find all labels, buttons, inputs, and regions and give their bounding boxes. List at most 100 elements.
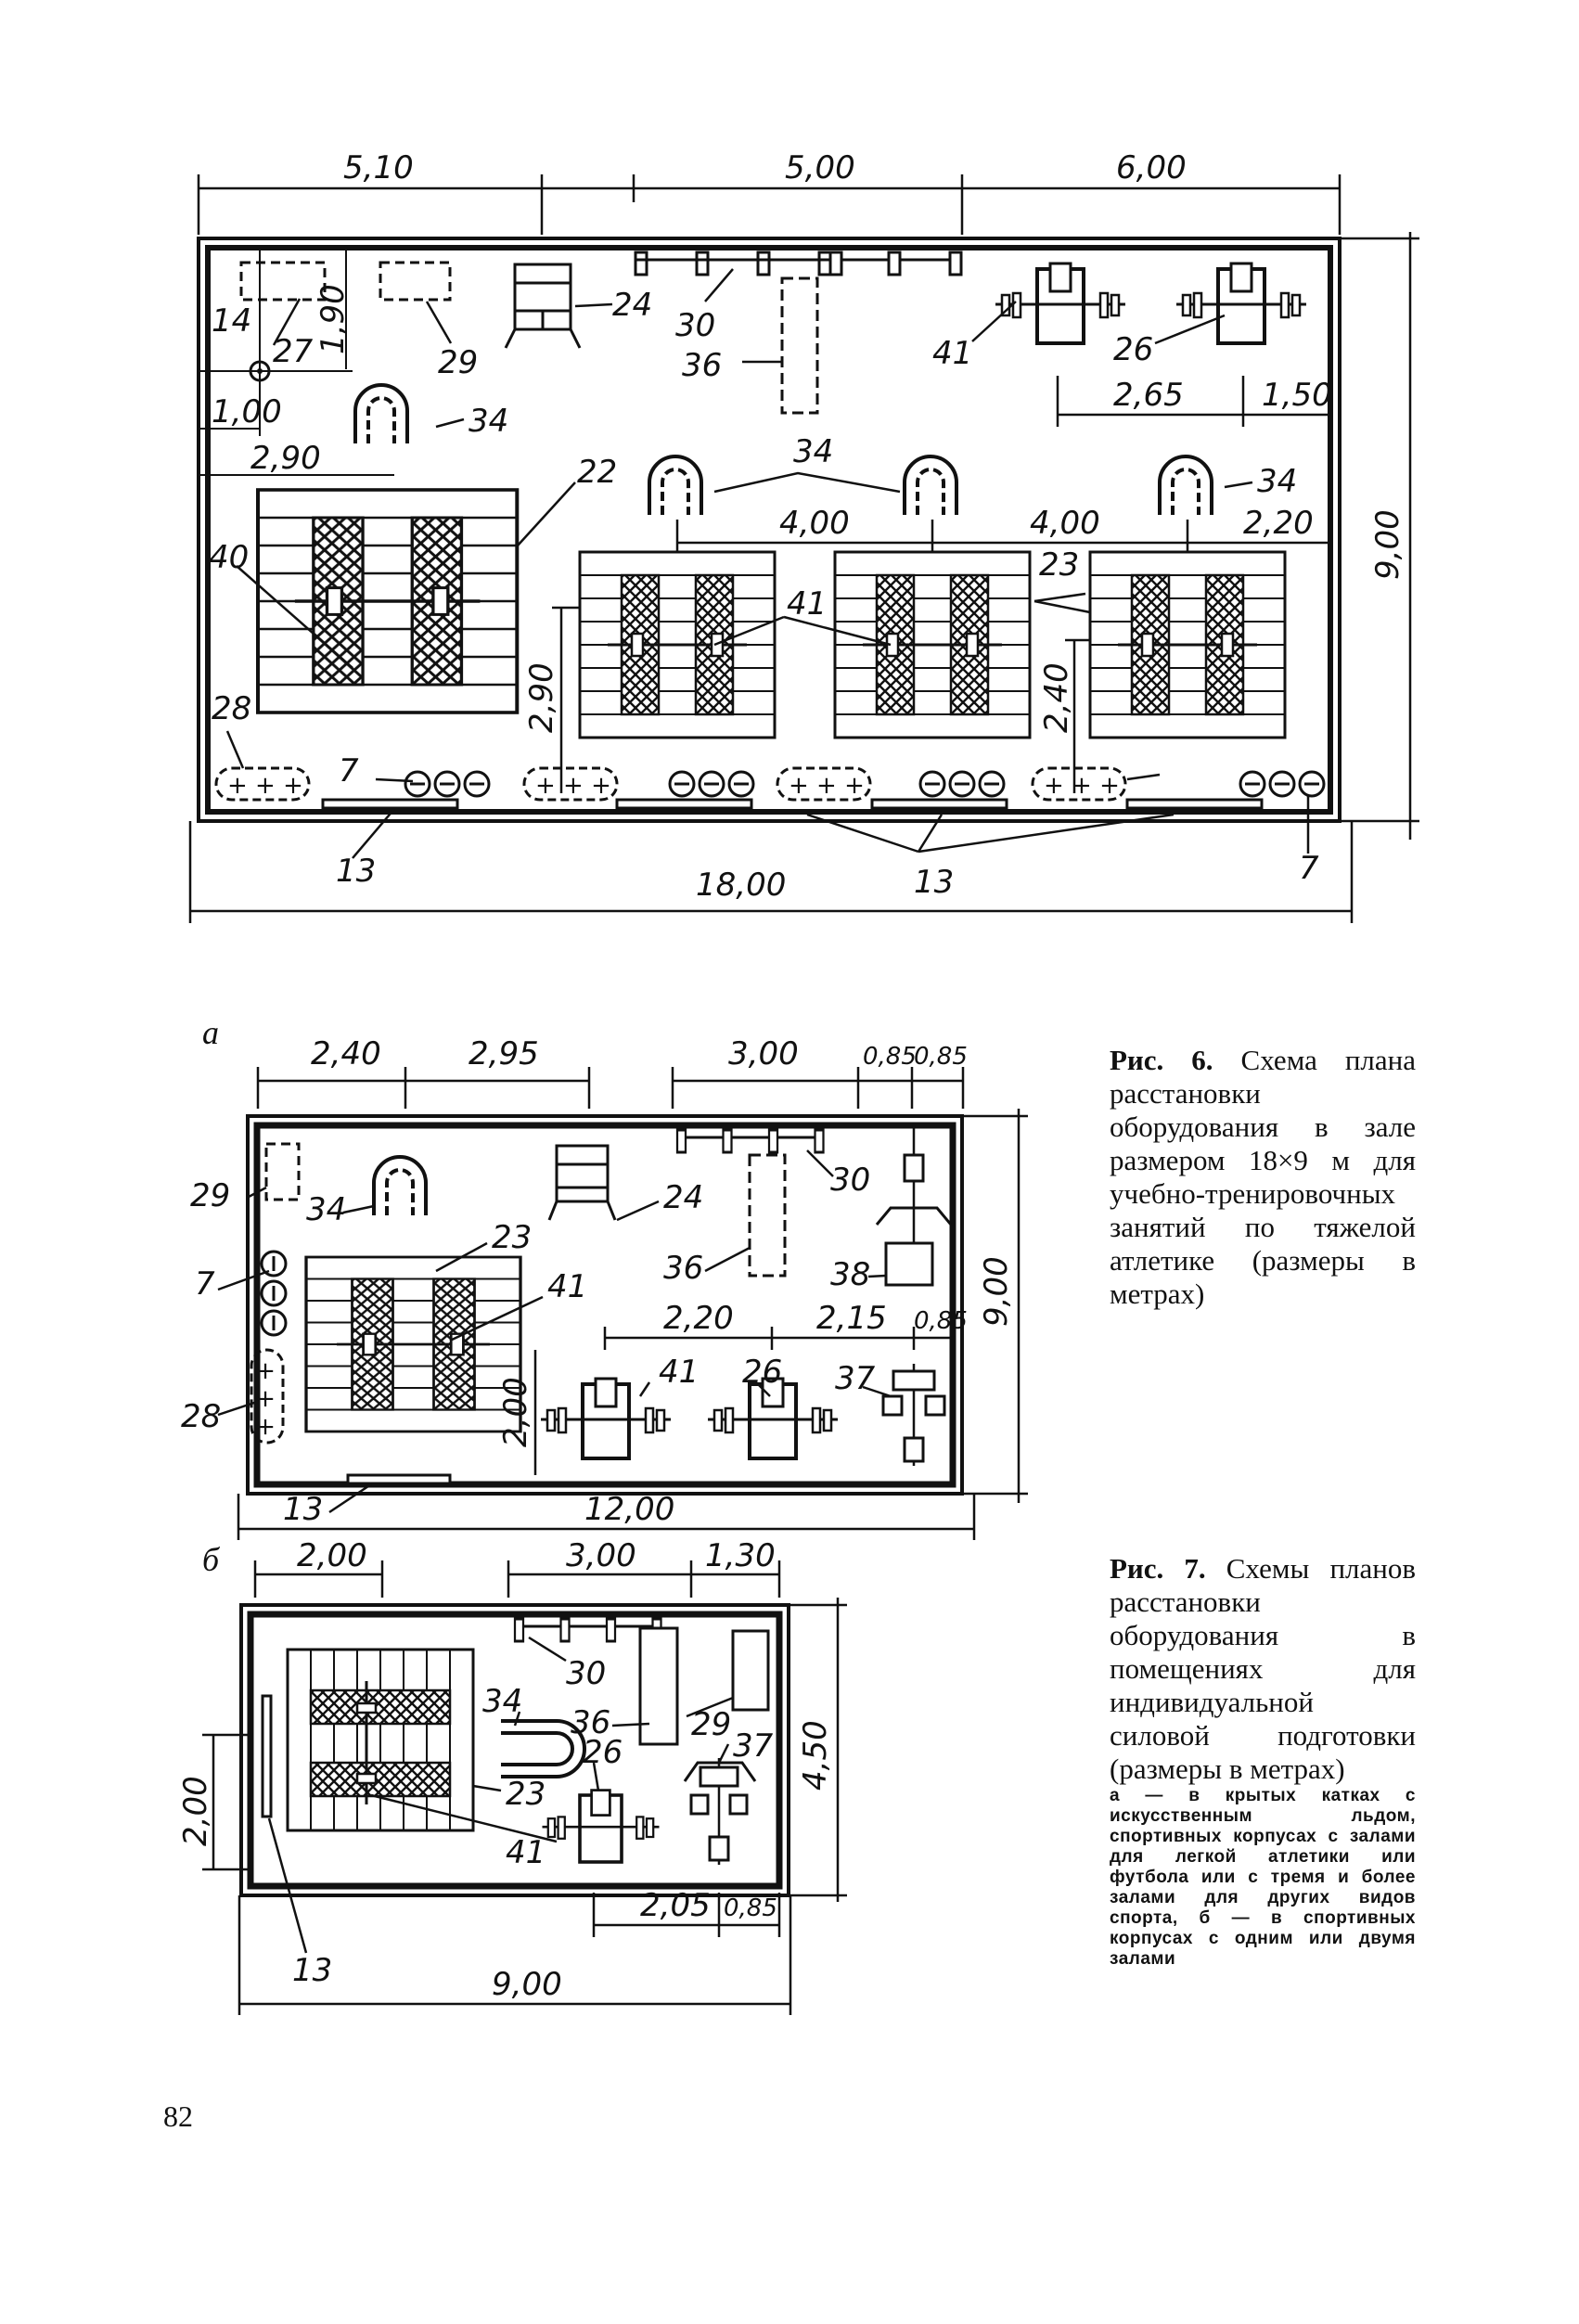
fig6-bench-13 — [615, 798, 753, 810]
fig7a-dim-bottom-label: 12,00 — [584, 1491, 674, 1528]
fig7a-dim-bottom — [237, 1494, 976, 1540]
fig7b-arch-34-inner — [501, 1731, 574, 1766]
figure-7a-plan: 2,40 2,95 3,00 0,85 0,85 12,00 9,00 — [181, 1035, 1028, 1540]
fig6-label-41: 41 — [932, 335, 972, 372]
fig6-label-41b: 41 — [787, 585, 827, 623]
fig7a-bench-13 — [346, 1473, 452, 1485]
figure-7b-plan: 2,00 3,00 1,30 2,00 4,50 2,05 0,85 9, — [177, 1537, 847, 2015]
fig7b-dim-t1: 2,00 — [297, 1537, 367, 1574]
fig7b-bench-13 — [261, 1694, 273, 1818]
fig7b-item-37 — [683, 1758, 757, 1865]
fig7a-dim-t1: 2,40 — [311, 1035, 381, 1072]
fig7a-item-29 — [264, 1142, 301, 1201]
fig7a-label-23: 23 — [492, 1219, 532, 1256]
fig6-bench-36 — [780, 276, 819, 415]
fig6-bench-26 — [1175, 262, 1308, 345]
fig6-discs-7 — [668, 770, 755, 798]
fig6-dim-400b: 4,00 — [1030, 505, 1100, 542]
fig7a-dim-200: 2,00 — [497, 1377, 534, 1447]
fig7a-outer-wall — [246, 1114, 964, 1496]
fig6-label-26: 26 — [1113, 331, 1153, 368]
fig7b-bench-36 — [638, 1626, 679, 1746]
fig7b-dim-left — [202, 1733, 250, 1871]
fig6-item-29 — [379, 261, 452, 302]
fig7a-label-37: 37 — [835, 1360, 876, 1397]
fig7a-label-29: 29 — [190, 1177, 230, 1214]
fig6-arch-34 — [1158, 455, 1213, 517]
fig7b-dim-t3: 1,30 — [705, 1537, 776, 1574]
fig6-platform — [833, 550, 1032, 739]
fig6-dim-row-400 — [675, 520, 1330, 557]
fig7b-dim-top — [253, 1560, 781, 1598]
fig6-wallbars-post — [948, 250, 963, 276]
fig7b-dim-085: 0,85 — [724, 1894, 777, 1922]
fig6-dim-265: 2,65 — [1113, 377, 1184, 414]
fig7b-dim-bottom-label: 9,00 — [492, 1966, 562, 2003]
fig6-label-34: 34 — [793, 433, 833, 470]
fig7a-platform-23 — [304, 1255, 522, 1433]
fig7-caption: Рис. 7. Схемы планов расстановки оборудо… — [1110, 1552, 1416, 1786]
fig7a-dim-t4: 0,85 — [863, 1043, 917, 1071]
fig6-label-34: 34 — [469, 403, 508, 440]
fig7a-label-28: 28 — [181, 1398, 221, 1435]
fig7b-label-41: 41 — [506, 1834, 546, 1871]
fig7b-dim-t2: 3,00 — [566, 1537, 636, 1574]
fig7b-bench-26 — [540, 1788, 661, 1864]
fig7b-dim-right — [789, 1598, 847, 1902]
fig7a-label-26: 26 — [742, 1354, 782, 1391]
fig7b-outer-wall — [239, 1603, 790, 1897]
fig6-label-7b: 7 — [1299, 850, 1319, 887]
fig6-rack-28 — [214, 766, 311, 802]
fig6-rack-28 — [776, 766, 872, 802]
fig6-dim-bottom-label: 18,00 — [696, 867, 786, 904]
fig7-caption-text: Схемы планов расстановки оборудования в … — [1110, 1552, 1416, 1785]
fig7b-leaders — [267, 1636, 734, 1954]
fig6-dim-top-3: 6,00 — [1116, 149, 1187, 186]
fig6-dim-top — [197, 174, 1342, 235]
fig6-label-34: 34 — [1257, 463, 1297, 500]
fig6-label-23: 23 — [1039, 546, 1079, 584]
fig6-dim-100: 1,00 — [212, 393, 282, 430]
fig6-dim-400a: 4,00 — [779, 505, 850, 542]
fig7a-dim-row — [603, 1327, 953, 1350]
fig7b-dim-bottom-inner — [592, 1893, 781, 1937]
fig6-rack-28 — [522, 766, 619, 802]
fig7b-label-23: 23 — [506, 1776, 546, 1813]
fig7a-dim-t2: 2,95 — [469, 1035, 539, 1072]
fig6-dim-top-2: 5,00 — [785, 149, 855, 186]
fig6-wallbars-30 — [634, 250, 832, 276]
fig6-dim-290b: 2,90 — [523, 662, 560, 733]
fig7b-marker: б — [202, 1541, 220, 1578]
fig7a-dim-t3: 3,00 — [728, 1035, 799, 1072]
fig6-dim-bottom — [188, 821, 1354, 923]
fig7b-arch-34 — [501, 1719, 586, 1778]
fig7-caption-number: Рис. 7. — [1110, 1552, 1206, 1585]
fig7a-label-13: 13 — [283, 1491, 323, 1528]
fig7b-label-34: 34 — [482, 1683, 522, 1720]
fig6-dim-190: 1,90 — [315, 284, 352, 354]
fig7a-label-41a: 41 — [547, 1268, 587, 1305]
fig6-item-14-marker — [199, 246, 353, 436]
page-number: 82 — [163, 2099, 193, 2133]
fig7a-arch-34 — [372, 1155, 428, 1217]
fig6-caption: Рис. 6. Схема плана расстановки оборудов… — [1110, 1044, 1416, 1311]
fig7a-label-36: 36 — [663, 1250, 703, 1287]
fig6-bench-13 — [1125, 798, 1264, 810]
fig7a-label-38: 38 — [830, 1256, 870, 1293]
fig6-label-13: 13 — [336, 853, 376, 890]
fig6-platform — [1088, 550, 1287, 739]
fig6-wallbars-post — [828, 250, 843, 276]
fig6-dim-220: 2,20 — [1243, 505, 1314, 542]
fig6-label-29: 29 — [438, 344, 478, 381]
fig6-discs-7 — [404, 770, 491, 798]
fig6-dim-top-1: 5,10 — [343, 149, 414, 186]
fig6-label-27: 27 — [273, 333, 314, 370]
fig6-dim-150: 1,50 — [1262, 377, 1332, 414]
fig6-label-24: 24 — [612, 287, 652, 324]
fig6-label-36: 36 — [682, 347, 722, 384]
fig7a-wallbars-30 — [675, 1128, 825, 1154]
fig6-label-7: 7 — [339, 752, 359, 790]
fig6-label-40: 40 — [209, 539, 249, 576]
fig6-label-14: 14 — [212, 302, 251, 340]
fig6-caption-text: Схема плана расстановки оборудования в з… — [1110, 1044, 1417, 1310]
